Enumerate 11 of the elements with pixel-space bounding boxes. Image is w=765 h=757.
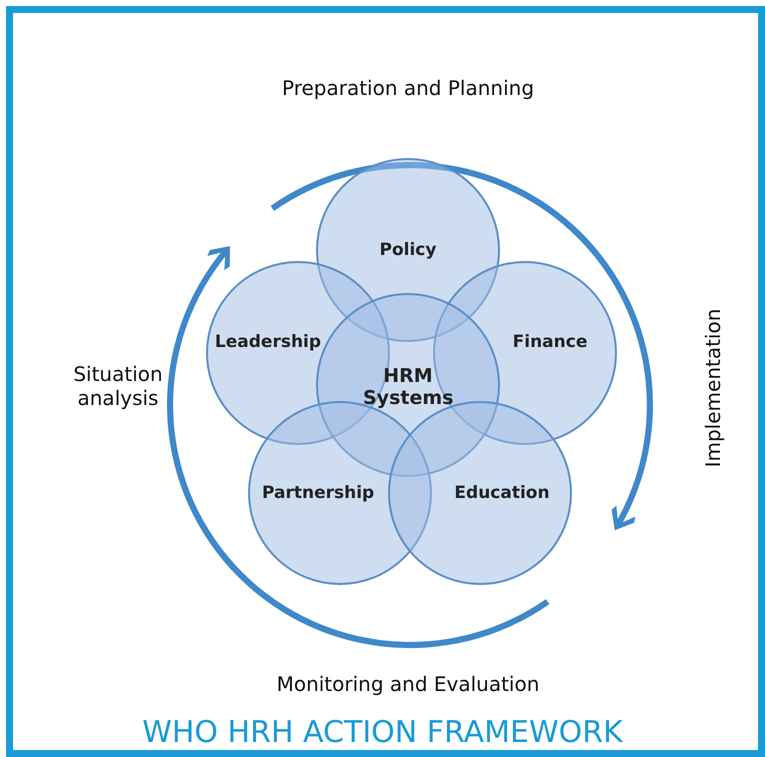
circle-label: Partnership xyxy=(262,482,372,504)
stage-label: Monitoring and Evaluation xyxy=(276,672,540,696)
stage-label: Situation analysis xyxy=(72,362,164,410)
circle-label: Policy xyxy=(378,239,438,261)
stage-label: Preparation and Planning xyxy=(280,76,536,100)
caption: WHO HRH ACTION FRAMEWORK xyxy=(141,715,624,750)
stage-label: Implementation xyxy=(701,308,725,470)
circle-label: Finance xyxy=(512,331,588,353)
circle-label: HRM Systems xyxy=(363,365,453,409)
circle-label: Education xyxy=(453,482,551,504)
circle-label: Leadership xyxy=(214,331,322,353)
